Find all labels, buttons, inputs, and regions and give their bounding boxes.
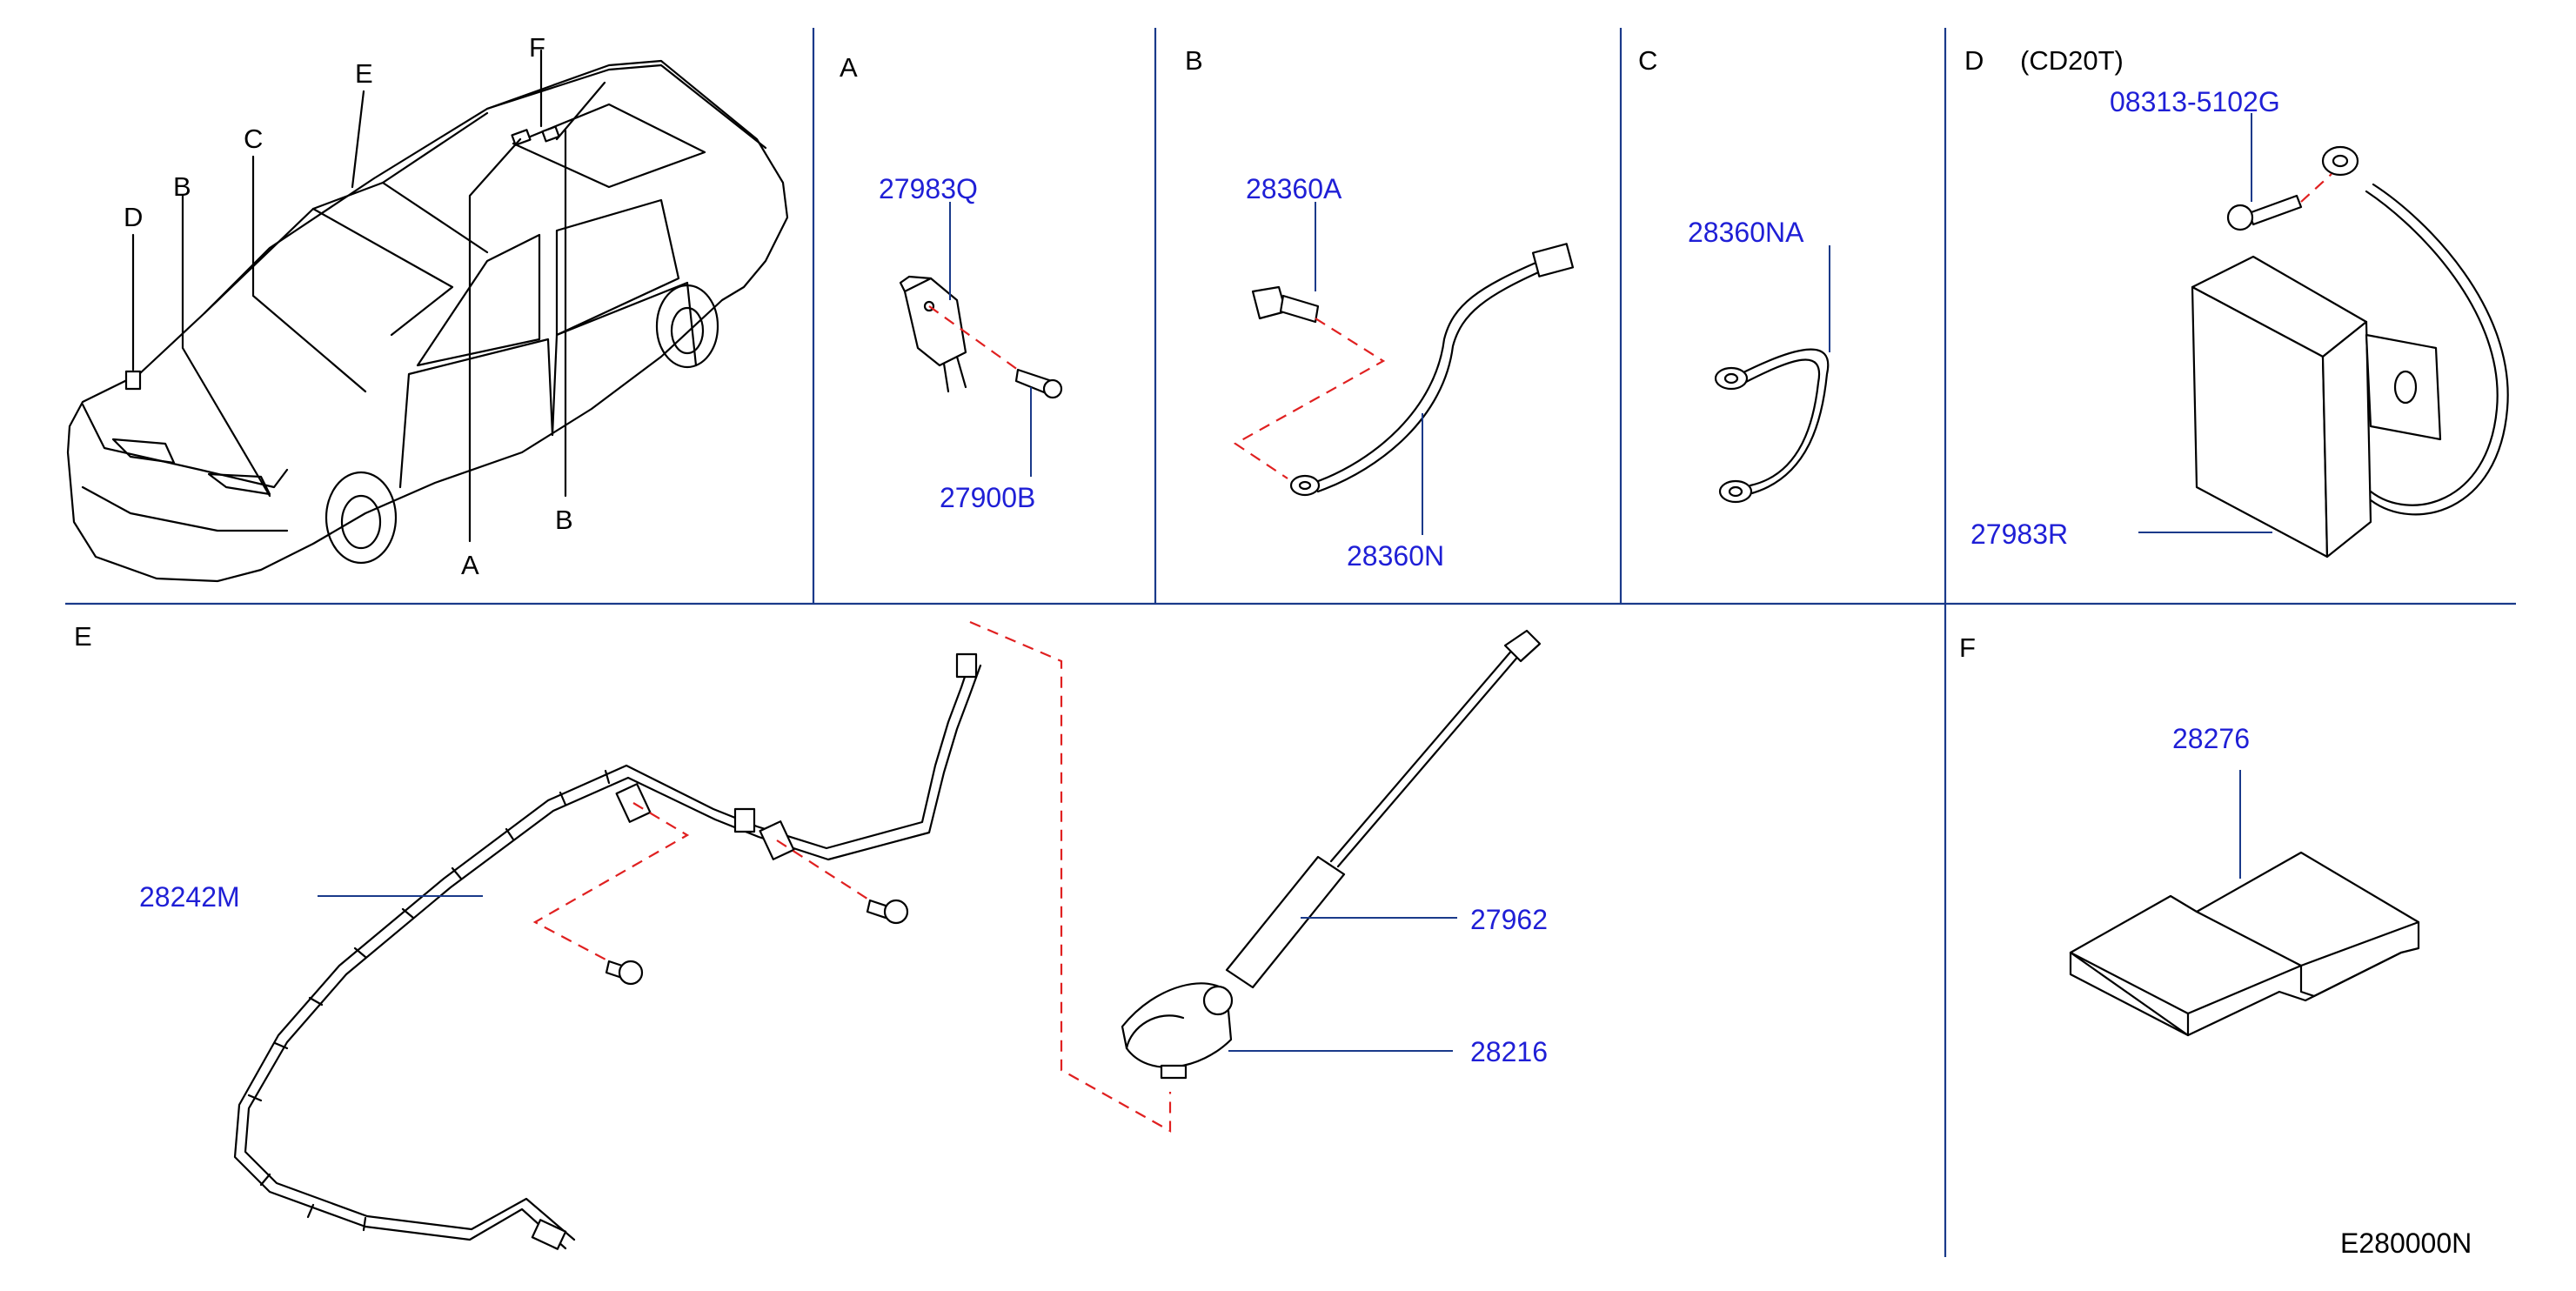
callout-f: F — [529, 32, 545, 63]
part-28216[interactable]: 28216 — [1470, 1036, 1548, 1067]
part-28360n[interactable]: 28360N — [1347, 540, 1444, 572]
relay-27983q — [903, 277, 967, 367]
section-a: A 27983Q 27900B — [840, 52, 1063, 513]
section-e-label: E — [74, 621, 92, 652]
callout-e: E — [355, 58, 373, 89]
control-unit-27983r — [2191, 255, 2442, 559]
callout-b-right: B — [555, 505, 573, 535]
antenna-rod-27962 — [1225, 629, 1542, 989]
part-28276[interactable]: 28276 — [2172, 723, 2250, 754]
screw-08313-5102g — [2247, 194, 2303, 226]
bolt-28360a — [1251, 285, 1320, 324]
section-f: F 28276 — [1959, 632, 2420, 1037]
overview-callouts: A B B C D E F — [124, 32, 573, 580]
callout-a: A — [461, 550, 479, 580]
part-27983q[interactable]: 27983Q — [879, 173, 978, 204]
bracket-28276 — [2069, 851, 2420, 1037]
section-d-variant: (CD20T) — [2020, 45, 2124, 76]
part-28242m[interactable]: 28242M — [139, 881, 240, 913]
section-a-label: A — [840, 52, 858, 83]
section-d-label: D — [1964, 45, 1984, 76]
part-27900b[interactable]: 27900B — [940, 482, 1035, 513]
part-28360na[interactable]: 28360NA — [1688, 217, 1804, 248]
harness-28242m — [233, 659, 972, 1250]
section-e: E — [74, 620, 1548, 1250]
callout-d: D — [124, 202, 143, 232]
part-27983r[interactable]: 27983R — [1970, 518, 2068, 550]
part-08313-5102g[interactable]: 08313-5102G — [2110, 86, 2280, 117]
wire-28360n — [1312, 259, 1542, 485]
callout-b-left: B — [173, 171, 191, 202]
callout-c: C — [244, 124, 263, 154]
section-d: D (CD20T) 08313-5102G 27983R — [1964, 45, 2509, 559]
strap-28360na — [1738, 348, 1830, 496]
car-overview — [66, 59, 789, 583]
section-c-label: C — [1638, 45, 1657, 76]
section-c: C 28360NA — [1638, 45, 1830, 504]
antenna-base-28216 — [1121, 982, 1234, 1080]
part-27962[interactable]: 27962 — [1470, 904, 1548, 935]
diagram-code: E280000N — [2340, 1227, 2472, 1259]
overview-leaders — [131, 49, 567, 543]
harness-clips — [247, 769, 611, 1232]
section-b-label: B — [1185, 45, 1203, 76]
section-f-label: F — [1959, 632, 1976, 663]
part-28360a[interactable]: 28360A — [1246, 173, 1342, 204]
section-b: B 28360A 28360N — [1185, 45, 1575, 572]
panel-dividers — [65, 28, 2516, 1257]
